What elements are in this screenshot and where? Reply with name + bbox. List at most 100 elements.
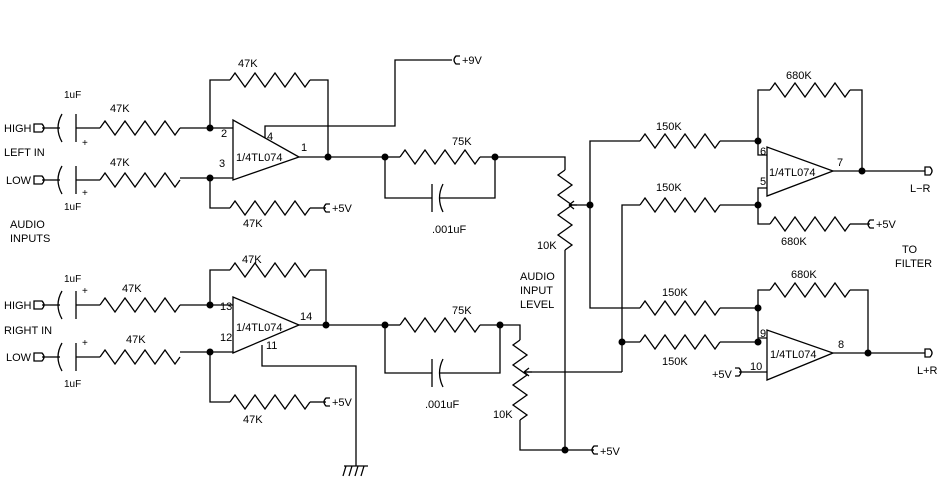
label-pin-a4: 4	[267, 131, 273, 143]
label-r-75k-b: 75K	[452, 305, 472, 317]
connector-low-right	[33, 352, 50, 362]
resistor-47k-bias-b	[229, 393, 311, 411]
potentiometer-10k-a	[556, 169, 574, 251]
label-opamp-c: 1/4TL074	[769, 167, 815, 179]
label-r-680k-c-top: 680K	[786, 70, 812, 82]
label-r-in-low-r: 47K	[126, 334, 146, 346]
label-low-r: LOW	[6, 352, 32, 364]
label-opamp-b: 1/4TL074	[236, 322, 282, 334]
label-plus5v-a: +5V	[332, 203, 353, 215]
label-cap-001-a: .001uF	[432, 224, 467, 236]
label-r-150k-c2: 150K	[656, 182, 682, 194]
label-plus-high-r: +	[82, 286, 88, 297]
label-r-in-high-r: 47K	[122, 283, 142, 295]
label-r-in-low-l: 47K	[110, 157, 130, 169]
connector-plus9v	[453, 55, 460, 65]
label-high-r: HIGH	[4, 300, 32, 312]
label-pin-c6: 6	[760, 146, 766, 158]
op-amp-b	[232, 296, 301, 354]
capacitor-1uf-low-right	[57, 342, 77, 372]
connector-plus5v-c	[866, 219, 874, 229]
resistor-150k-c1	[639, 132, 721, 150]
capacitor-001uf-a	[431, 183, 444, 213]
connectors	[33, 55, 933, 455]
label-plus-low-r: +	[82, 338, 88, 349]
label-r-low-b: 47K	[243, 414, 263, 426]
label-plus-high-l: +	[82, 138, 88, 149]
capacitors	[57, 113, 444, 388]
label-cap-low-l: 1uF	[64, 202, 81, 213]
label-pin-d9: 9	[760, 328, 766, 340]
label-to-filter-1: TO	[902, 244, 918, 256]
label-pin-c5: 5	[760, 176, 766, 188]
label-cap-low-r: 1uF	[64, 379, 81, 390]
label-r-fb-top-b: 47K	[242, 254, 262, 266]
label-r-150k-c1: 150K	[656, 121, 682, 133]
label-cap-001-b: .001uF	[425, 399, 460, 411]
resistor-150k-d2	[639, 333, 721, 351]
ground-icon	[342, 462, 368, 477]
connector-high-right	[33, 300, 50, 310]
wiper-arrow-b	[523, 367, 532, 377]
label-pin-d10: 10	[750, 361, 762, 373]
connector-plus5v-a	[322, 203, 330, 213]
resistor-75k-a	[399, 148, 481, 166]
junction-dots	[206, 124, 872, 454]
label-r-680k-c-bot: 680K	[781, 236, 807, 248]
connector-high-left	[33, 123, 50, 133]
connector-plus5v-b	[322, 397, 330, 407]
label-pin-b13: 13	[220, 301, 232, 313]
op-amp-c	[766, 146, 835, 197]
label-audio-inputs-1: AUDIO	[10, 219, 45, 231]
label-out-lr-plus: L+R	[917, 365, 938, 377]
label-opamp-a: 1/4TL074	[236, 152, 282, 164]
label-plus5v-b: +5V	[332, 397, 353, 409]
capacitor-1uf-low-left	[57, 165, 77, 195]
pot-wipers	[523, 200, 577, 377]
resistor-47k-feedback-b	[229, 261, 311, 279]
label-pin-a1: 1	[301, 142, 307, 154]
label-out-lr-minus: L−R	[910, 183, 931, 195]
label-plus9v: +9V	[462, 55, 483, 67]
connector-out-lr-plus	[924, 348, 933, 358]
label-r-150k-d1: 150K	[662, 287, 688, 299]
label-r-75k-a: 75K	[452, 136, 472, 148]
label-pin-a3: 3	[219, 158, 225, 170]
label-cap-high-r: 1uF	[64, 274, 81, 285]
label-pot-10k-b: 10K	[493, 409, 513, 421]
label-to-filter-2: FILTER	[895, 258, 932, 270]
label-audio-level-2: INPUT	[520, 285, 553, 297]
resistor-47k-feedback-a	[229, 71, 311, 89]
label-plus5v-d: +5V	[712, 369, 733, 381]
op-amps	[232, 118, 835, 381]
label-r-fb-top-a: 47K	[238, 58, 258, 70]
label-audio-level-3: LEVEL	[520, 299, 554, 311]
label-pin-b12: 12	[220, 332, 232, 344]
connector-plus5v-pot	[590, 445, 598, 455]
label-plus5v-c: +5V	[876, 219, 897, 231]
wiper-arrow-a	[568, 200, 577, 210]
resistor-680k-feedback-c	[769, 81, 851, 99]
label-r-in-high-l: 47K	[110, 103, 130, 115]
connector-low-left	[33, 175, 50, 185]
resistor-47k-bias-a	[229, 199, 311, 217]
label-audio-level-1: AUDIO	[520, 271, 555, 283]
text-labels: 47K 47K 47K 47K 1uF 1uF + + HIGH LEFT IN…	[4, 55, 938, 458]
resistor-75k-b	[399, 316, 481, 334]
capacitor-1uf-high-right	[57, 290, 77, 320]
op-amp-d	[766, 329, 835, 381]
label-right-in: RIGHT IN	[4, 325, 52, 337]
label-r-150k-d2: 150K	[662, 356, 688, 368]
op-amp-a	[232, 118, 301, 181]
capacitor-001uf-b	[431, 358, 444, 388]
resistor-47k-low-left	[99, 171, 181, 189]
label-audio-inputs-2: INPUTS	[10, 233, 50, 245]
label-plus-low-l: +	[82, 188, 88, 199]
resistor-150k-c2	[639, 196, 721, 214]
label-pot-10k-a: 10K	[537, 240, 557, 252]
resistor-47k-high-right	[99, 296, 181, 314]
label-pin-c7: 7	[837, 157, 843, 169]
label-plus5v-pot: +5V	[600, 446, 621, 458]
resistor-680k-bias-c	[769, 215, 851, 233]
